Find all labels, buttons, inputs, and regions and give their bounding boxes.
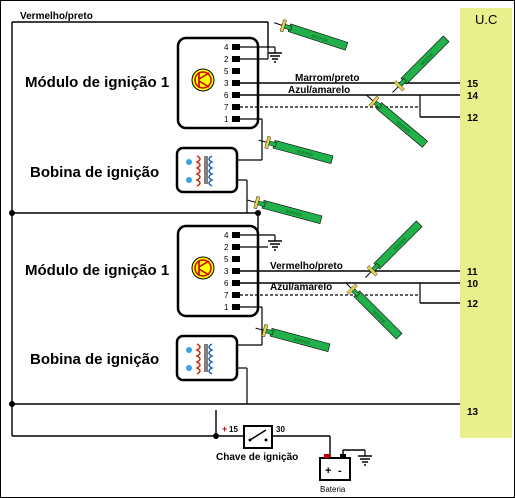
probe-2: [387, 34, 451, 98]
probe-1: [271, 16, 349, 53]
uc-bar: [460, 30, 512, 438]
probe-3: [362, 90, 430, 150]
probe-7: [340, 277, 404, 341]
svg-text:7: 7: [224, 103, 229, 112]
coil-1-label: Bobina de ignição: [30, 164, 159, 181]
ignition-coil-2: [175, 334, 239, 382]
uc-terminal-13: 13: [467, 407, 479, 418]
ignition-coil-1: [175, 146, 239, 194]
svg-text:5: 5: [224, 255, 229, 264]
label-azul-amarelo-2: Azul/amarelo: [270, 282, 332, 293]
switch-label: Chave de ignição: [216, 452, 298, 463]
switch-plus: +: [222, 424, 227, 434]
coil-2-label: Bobina de ignição: [30, 351, 159, 368]
svg-text:3: 3: [224, 267, 229, 276]
battery: + -: [319, 454, 351, 481]
probe-8: [253, 321, 332, 355]
module-1-label: Módulo de ignição 1: [25, 74, 169, 91]
svg-text:-: -: [338, 465, 342, 477]
svg-text:+: +: [325, 465, 331, 477]
uc-terminal-12a: 12: [467, 113, 479, 124]
uc-terminal-15: 15: [467, 79, 479, 90]
probe-6: [360, 219, 424, 283]
svg-text:1: 1: [224, 115, 229, 124]
label-vermelho-preto-2: Vermelho/preto: [270, 261, 343, 272]
svg-text:1: 1: [224, 303, 229, 312]
svg-text:2: 2: [224, 243, 229, 252]
svg-text:2: 2: [224, 55, 229, 64]
probe-4: [256, 133, 335, 167]
svg-text:6: 6: [224, 91, 229, 100]
svg-text:5: 5: [224, 67, 229, 76]
uc-terminal-14: 14: [467, 91, 479, 102]
uc-terminal-11: 11: [467, 267, 478, 278]
label-azul-amarelo-1: Azul/amarelo: [288, 85, 350, 96]
svg-text:4: 4: [224, 231, 229, 240]
battery-label: Bateria: [320, 485, 346, 494]
uc-title: U.C: [475, 12, 497, 27]
switch-pin-in: 15: [229, 425, 238, 434]
uc-header: [460, 8, 512, 32]
svg-text:6: 6: [224, 279, 229, 288]
ignition-module-1: 4 2 5 3 6 7 1: [176, 36, 260, 130]
svg-text:3: 3: [224, 79, 229, 88]
uc-terminal-10: 10: [467, 279, 479, 290]
uc-terminal-12b: 12: [467, 299, 479, 310]
svg-text:4: 4: [224, 43, 229, 52]
ignition-switch: [243, 425, 273, 449]
label-top-left: Vermelho/preto: [20, 11, 93, 22]
svg-text:7: 7: [224, 291, 229, 300]
module-2-label: Módulo de ignição 1: [25, 262, 169, 279]
label-marrom-preto: Marrom/preto: [295, 73, 359, 84]
switch-pin-out: 30: [276, 425, 285, 434]
